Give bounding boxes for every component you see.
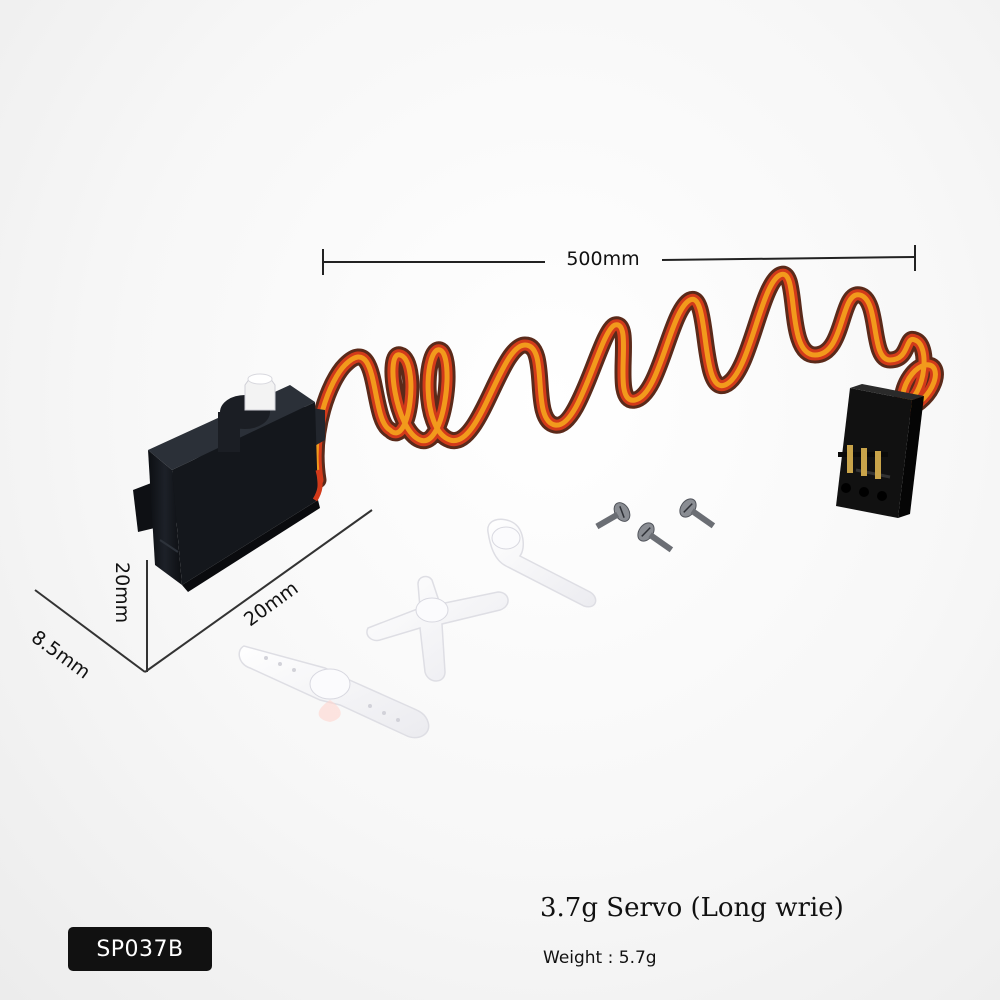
length-dimension-label: 20mm	[240, 577, 302, 631]
height-dimension-label: 20mm	[111, 562, 133, 623]
servo-horn-double-arm	[238, 645, 430, 739]
screw	[595, 502, 631, 530]
screw	[637, 522, 674, 553]
cable-length-dimension: 500mm	[322, 245, 916, 275]
depth-dimension-label: 8.5mm	[27, 626, 94, 683]
servo-horn-cross	[366, 575, 509, 682]
model-badge: SP037B	[68, 927, 212, 971]
cable-length-label: 500mm	[566, 248, 639, 270]
servo-body	[133, 373, 325, 592]
screw	[679, 498, 716, 529]
wire-orange	[313, 271, 938, 483]
servo-horn-single-arm	[487, 518, 597, 608]
product-title: 3.7g Servo (Long wrie)	[540, 893, 844, 923]
servo-wire	[307, 265, 944, 489]
servo-connector	[836, 384, 924, 518]
mounting-screws	[595, 498, 716, 553]
model-number: SP037B	[96, 936, 184, 962]
body-dimension-lines	[34, 509, 373, 673]
product-weight: Weight : 5.7g	[543, 948, 657, 968]
